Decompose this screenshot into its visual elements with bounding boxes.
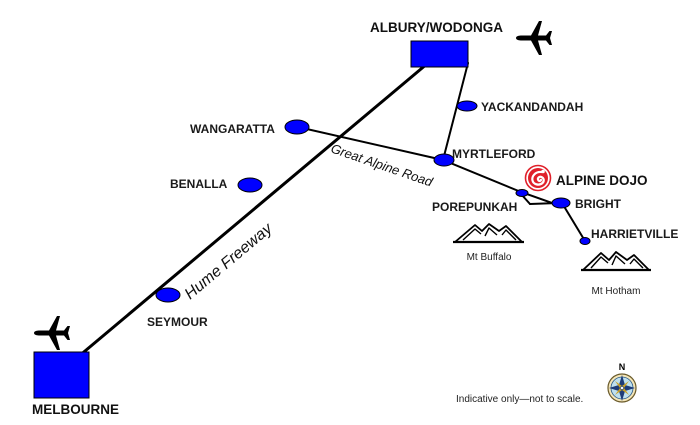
mountain-icon bbox=[453, 223, 524, 244]
town-markers bbox=[155, 100, 591, 303]
bright-harrietville-road bbox=[561, 202, 586, 242]
myrtleford-town-marker bbox=[433, 153, 455, 167]
harrietville-label: HARRIETVILLE bbox=[591, 227, 678, 241]
hume-freeway-label: Hume Freeway bbox=[182, 220, 277, 303]
airplane-icon bbox=[516, 21, 552, 55]
myrtleford-label: MYRTLEFORD bbox=[452, 147, 536, 161]
porepunkah-town-marker bbox=[515, 189, 529, 197]
seymour-label: SEYMOUR bbox=[147, 315, 208, 329]
melbourne-label: MELBOURNE bbox=[32, 402, 119, 417]
seymour-town-marker bbox=[155, 287, 181, 303]
disclaimer-note: Indicative only—not to scale. bbox=[456, 394, 583, 405]
wangaratta-town-marker bbox=[284, 119, 310, 135]
alpine-dojo-label: ALPINE DOJO bbox=[556, 173, 648, 188]
harrietville-town-marker bbox=[579, 237, 591, 245]
albury-city-marker bbox=[410, 40, 469, 68]
mt-hotham-label: Mt Hotham bbox=[592, 286, 641, 297]
yackandandah-town-marker bbox=[456, 100, 478, 112]
great-alpine-road-label: Great Alpine Road bbox=[329, 141, 435, 190]
bright-label: BRIGHT bbox=[575, 197, 622, 211]
porepunkah-label: POREPUNKAH bbox=[432, 200, 517, 214]
hume-freeway-road bbox=[58, 51, 442, 374]
bright-town-marker bbox=[551, 197, 571, 209]
mt-buffalo-label: Mt Buffalo bbox=[467, 252, 512, 263]
wangaratta-label: WANGARATTA bbox=[190, 122, 275, 136]
benalla-town-marker bbox=[237, 177, 263, 193]
airplane-icon bbox=[34, 316, 70, 350]
compass-rose-icon bbox=[607, 373, 637, 403]
melbourne-city-marker bbox=[33, 351, 90, 399]
benalla-label: BENALLA bbox=[170, 177, 228, 191]
compass-north-label: N bbox=[619, 362, 626, 372]
yackandandah-label: YACKANDANDAH bbox=[481, 100, 583, 114]
mountain-icon bbox=[581, 251, 651, 272]
albury-wodonga-label: ALBURY/WODONGA bbox=[370, 20, 503, 35]
dojo-logo-icon bbox=[524, 164, 552, 192]
albury-myrtleford-road bbox=[442, 62, 469, 161]
